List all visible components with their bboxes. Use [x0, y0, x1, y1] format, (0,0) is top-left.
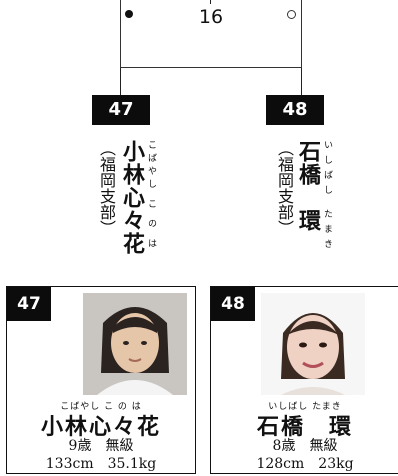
right-vertical-name: 石橋 環 [295, 140, 321, 232]
left-corner-dot [125, 10, 133, 18]
right-height: 128cm [256, 456, 305, 472]
right-vertical-ruby-col: いしばし たまき [318, 140, 337, 254]
right-number-badge: 48 [266, 95, 324, 125]
right-vertical-branch: （福岡支部） [275, 140, 294, 236]
left-bracket-line [120, 68, 121, 96]
left-profile-card: 47 こばやし こ の は 小林心々花 9歳 無級 133cm 35.1kg [6, 286, 196, 474]
right-weight: 23kg [318, 456, 354, 472]
right-card-body: 128cm 23kg [211, 453, 398, 473]
right-card-name: 石橋 環 [256, 414, 353, 440]
match-box: 16 [120, 0, 302, 68]
left-card-body: 133cm 35.1kg [7, 453, 195, 473]
right-corner-dot [287, 10, 296, 19]
left-rank: 無級 [105, 438, 134, 454]
left-weight: 35.1kg [107, 456, 157, 472]
left-card-number: 47 [7, 287, 51, 321]
left-card-ruby: こばやし こ の は [60, 402, 142, 412]
right-card-ruby: いしばし たまき [268, 402, 342, 412]
right-vertical-label: （福岡支部） [272, 140, 296, 236]
left-vertical-ruby-col: こばやし こ の は [142, 140, 161, 252]
left-card-age-rank: 9歳 無級 [7, 435, 195, 455]
left-number-badge: 47 [92, 95, 150, 125]
left-vertical-name-col: 小林心々花 [116, 140, 148, 255]
right-profile-card: 48 いしばし たまき 石橋 環 8歳 無級 128cm 23kg [210, 286, 398, 474]
left-vertical-ruby: こばやし こ の は [146, 140, 156, 252]
left-age: 9歳 [68, 438, 92, 454]
right-vertical-ruby: いしばし たまき [322, 140, 332, 254]
right-card-number: 48 [211, 287, 255, 321]
right-card-age-rank: 8歳 無級 [211, 435, 398, 455]
right-rank: 無級 [309, 438, 338, 454]
left-height: 133cm [45, 456, 94, 472]
right-age: 8歳 [272, 438, 296, 454]
left-vertical-name: 小林心々花 [119, 140, 145, 255]
left-vertical-branch: （福岡支部） [97, 140, 116, 236]
left-vertical-label: （福岡支部） [94, 140, 118, 236]
left-card-name: 小林心々花 [40, 414, 161, 440]
right-vertical-name-col: 石橋 環 [292, 140, 324, 232]
right-photo [261, 293, 365, 395]
match-number: 16 [198, 6, 224, 28]
bracket-stem [210, 0, 211, 4]
left-photo [83, 293, 187, 395]
right-bracket-line [301, 68, 302, 96]
